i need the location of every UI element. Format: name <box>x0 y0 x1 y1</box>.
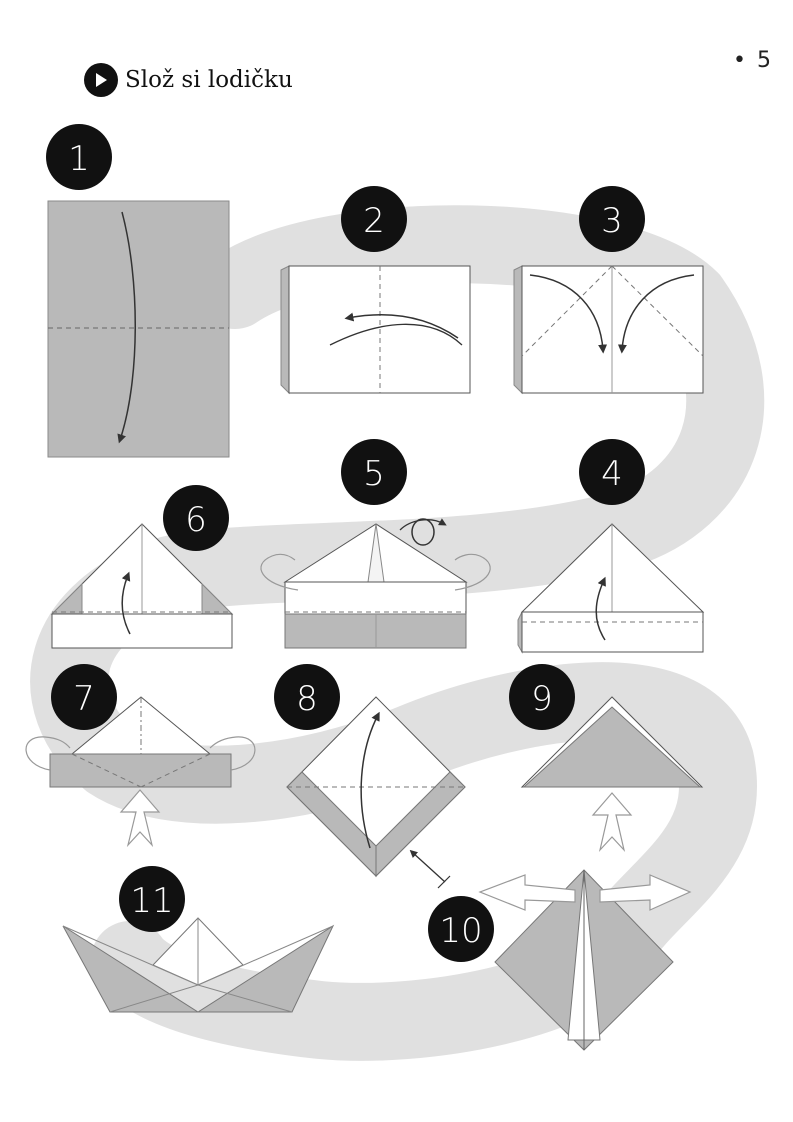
step-9-diagram <box>520 696 704 853</box>
rotate-icon <box>399 518 447 546</box>
open-arrow-left <box>25 736 71 771</box>
step-badge-2: 2 <box>341 186 407 252</box>
push-arrow <box>591 792 633 853</box>
step-badge-4: 4 <box>579 439 645 505</box>
section-heading: Slož si lodičku <box>84 60 293 100</box>
pull-arrow-right <box>599 874 692 911</box>
step-badge-9: 9 <box>509 664 575 730</box>
step-badge-5: 5 <box>341 439 407 505</box>
step-8-diagram <box>286 696 466 889</box>
step-badge-1: 1 <box>46 124 112 190</box>
fold-arrow <box>329 323 463 346</box>
svg-text:9: 9 <box>531 679 553 719</box>
step-badge-3: 3 <box>579 186 645 252</box>
step-badge-10: 10 <box>428 896 494 962</box>
step-4-diagram <box>517 523 705 654</box>
step-badge-7: 7 <box>51 664 117 730</box>
svg-text:7: 7 <box>73 679 95 719</box>
step-11-diagram <box>62 917 335 1013</box>
pull-arrow-left <box>478 874 576 911</box>
step-2-diagram <box>280 265 471 395</box>
fold-arrow <box>117 211 136 444</box>
svg-text:8: 8 <box>296 679 318 719</box>
step-3-diagram <box>513 265 704 395</box>
page-number: • 5 <box>733 48 773 73</box>
svg-text:3: 3 <box>601 201 623 241</box>
step-10-diagram <box>478 869 692 1051</box>
open-arrow-right <box>209 736 256 771</box>
step-6-diagram <box>50 523 234 649</box>
push-arrow <box>409 849 446 883</box>
open-arrow-left <box>260 553 299 591</box>
step-badge-11: 11 <box>119 866 185 932</box>
page-title: Slož si lodičku <box>125 67 293 93</box>
step-badge-6: 6 <box>163 485 229 551</box>
svg-text:10: 10 <box>439 911 482 951</box>
page-number-dot: • <box>733 48 757 73</box>
page-number-value: 5 <box>756 48 773 73</box>
push-arrow <box>119 789 161 848</box>
open-arrow-right <box>454 553 491 591</box>
fold-arrow <box>360 711 380 849</box>
step-5-diagram <box>260 518 491 649</box>
step-badge-8: 8 <box>274 664 340 730</box>
step-7-diagram <box>25 696 256 848</box>
fold-arrow <box>595 576 606 641</box>
step-1-diagram <box>47 200 230 458</box>
svg-text:6: 6 <box>185 500 207 540</box>
fold-arrow <box>617 274 695 354</box>
fold-arrow <box>529 274 608 354</box>
svg-text:4: 4 <box>601 454 623 494</box>
svg-text:1: 1 <box>68 139 90 179</box>
svg-text:5: 5 <box>363 454 385 494</box>
svg-text:2: 2 <box>363 201 385 241</box>
svg-text:11: 11 <box>130 881 173 921</box>
play-icon <box>84 63 118 97</box>
fold-arrow <box>121 571 131 635</box>
